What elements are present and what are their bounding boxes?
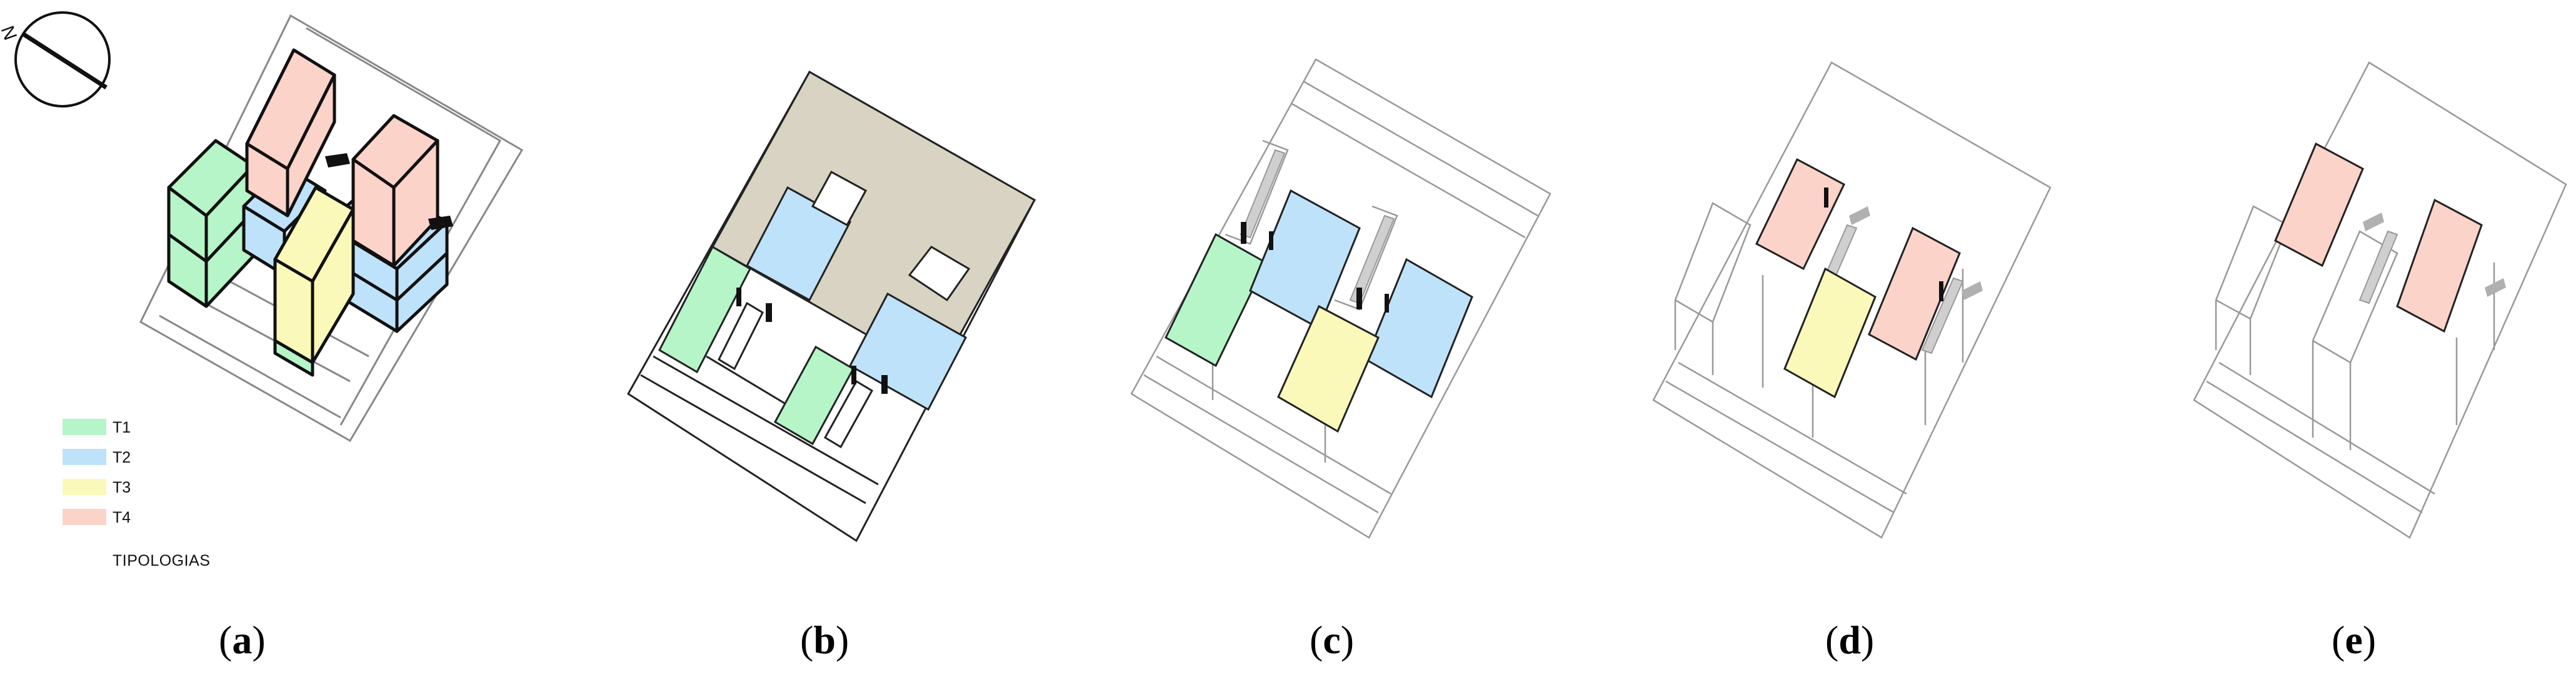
panel-c: (c) bbox=[1130, 58, 1551, 662]
caption-d-letter: d bbox=[1838, 618, 1861, 662]
circulation-channel bbox=[718, 301, 874, 449]
panel-e: (e) bbox=[2193, 61, 2567, 662]
access-marker-icon bbox=[1824, 188, 1983, 301]
stair-icon bbox=[1240, 149, 1395, 304]
caption-c: (c) bbox=[1310, 618, 1354, 662]
slab-t4 bbox=[1755, 158, 1961, 361]
caption-e-letter: e bbox=[2345, 618, 2362, 662]
legend-swatch-t3 bbox=[63, 479, 106, 495]
caption-b: (b) bbox=[800, 618, 849, 662]
caption-a-letter: a bbox=[232, 618, 252, 662]
caption-c-letter: c bbox=[1323, 618, 1340, 662]
slab-t4 bbox=[2274, 142, 2483, 333]
slab-t2 bbox=[1249, 189, 1473, 399]
legend-label-t4: T4 bbox=[113, 509, 131, 526]
block-t1 bbox=[167, 139, 255, 308]
north-arrow-icon: N bbox=[0, 11, 111, 108]
building-outline bbox=[2193, 61, 2567, 539]
slab-t3 bbox=[1277, 304, 1380, 433]
slab-t1 bbox=[1165, 233, 1267, 368]
panel-d: (d) bbox=[1652, 61, 2052, 662]
legend-swatch-t1 bbox=[63, 419, 106, 435]
block-t3 bbox=[273, 186, 355, 377]
legend: T1 T2 T3 T4 TIPOLOGIAS bbox=[63, 419, 210, 569]
panel-b: (b) bbox=[626, 70, 1036, 662]
legend-swatch-t4 bbox=[63, 509, 106, 525]
legend-label-t3: T3 bbox=[113, 479, 131, 496]
legend-label-t1: T1 bbox=[113, 419, 131, 436]
slab-t2 bbox=[745, 170, 971, 411]
caption-b-letter: b bbox=[813, 618, 836, 662]
panel-a: N bbox=[0, 11, 524, 662]
legend-swatch-t2 bbox=[63, 449, 106, 465]
legend-title: TIPOLOGIAS bbox=[113, 552, 210, 569]
access-marker-icon bbox=[325, 153, 453, 230]
stair-icon bbox=[2358, 230, 2398, 304]
access-marker-icon bbox=[736, 288, 888, 394]
block-t4 bbox=[245, 48, 439, 268]
legend-label-t2: T2 bbox=[113, 449, 131, 466]
caption-a: (a) bbox=[219, 618, 266, 662]
caption-d: (d) bbox=[1825, 618, 1874, 662]
access-marker-icon bbox=[1241, 222, 1389, 313]
caption-e: (e) bbox=[2332, 618, 2376, 662]
north-label: N bbox=[0, 23, 21, 43]
access-marker-icon bbox=[2363, 213, 2506, 297]
building-outline bbox=[1652, 61, 2052, 539]
slab-t3 bbox=[1783, 267, 1877, 399]
building-outline bbox=[1130, 58, 1551, 539]
